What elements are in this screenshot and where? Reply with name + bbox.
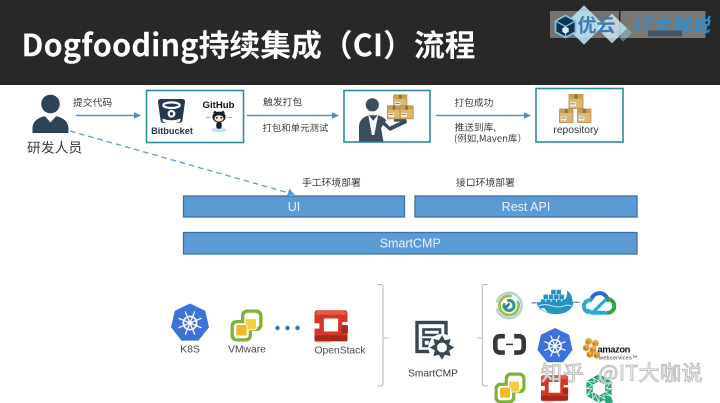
- svg-text:GitHub: GitHub: [203, 100, 235, 111]
- svg-text:VMware: VMware: [228, 345, 266, 356]
- svg-text:SmartCMP: SmartCMP: [408, 369, 458, 380]
- svg-text:repository: repository: [553, 125, 599, 136]
- svg-text:SmartCMP: SmartCMP: [380, 237, 441, 251]
- svg-text:Bitbucket: Bitbucket: [151, 126, 193, 136]
- svg-text:amazon: amazon: [598, 345, 631, 355]
- svg-text:webservices™: webservices™: [598, 356, 638, 362]
- svg-text:K8S: K8S: [180, 344, 200, 356]
- svg-text:OpenStack: OpenStack: [315, 346, 367, 357]
- svg-text:Rest API: Rest API: [502, 200, 551, 214]
- svg-text:UI: UI: [288, 200, 301, 214]
